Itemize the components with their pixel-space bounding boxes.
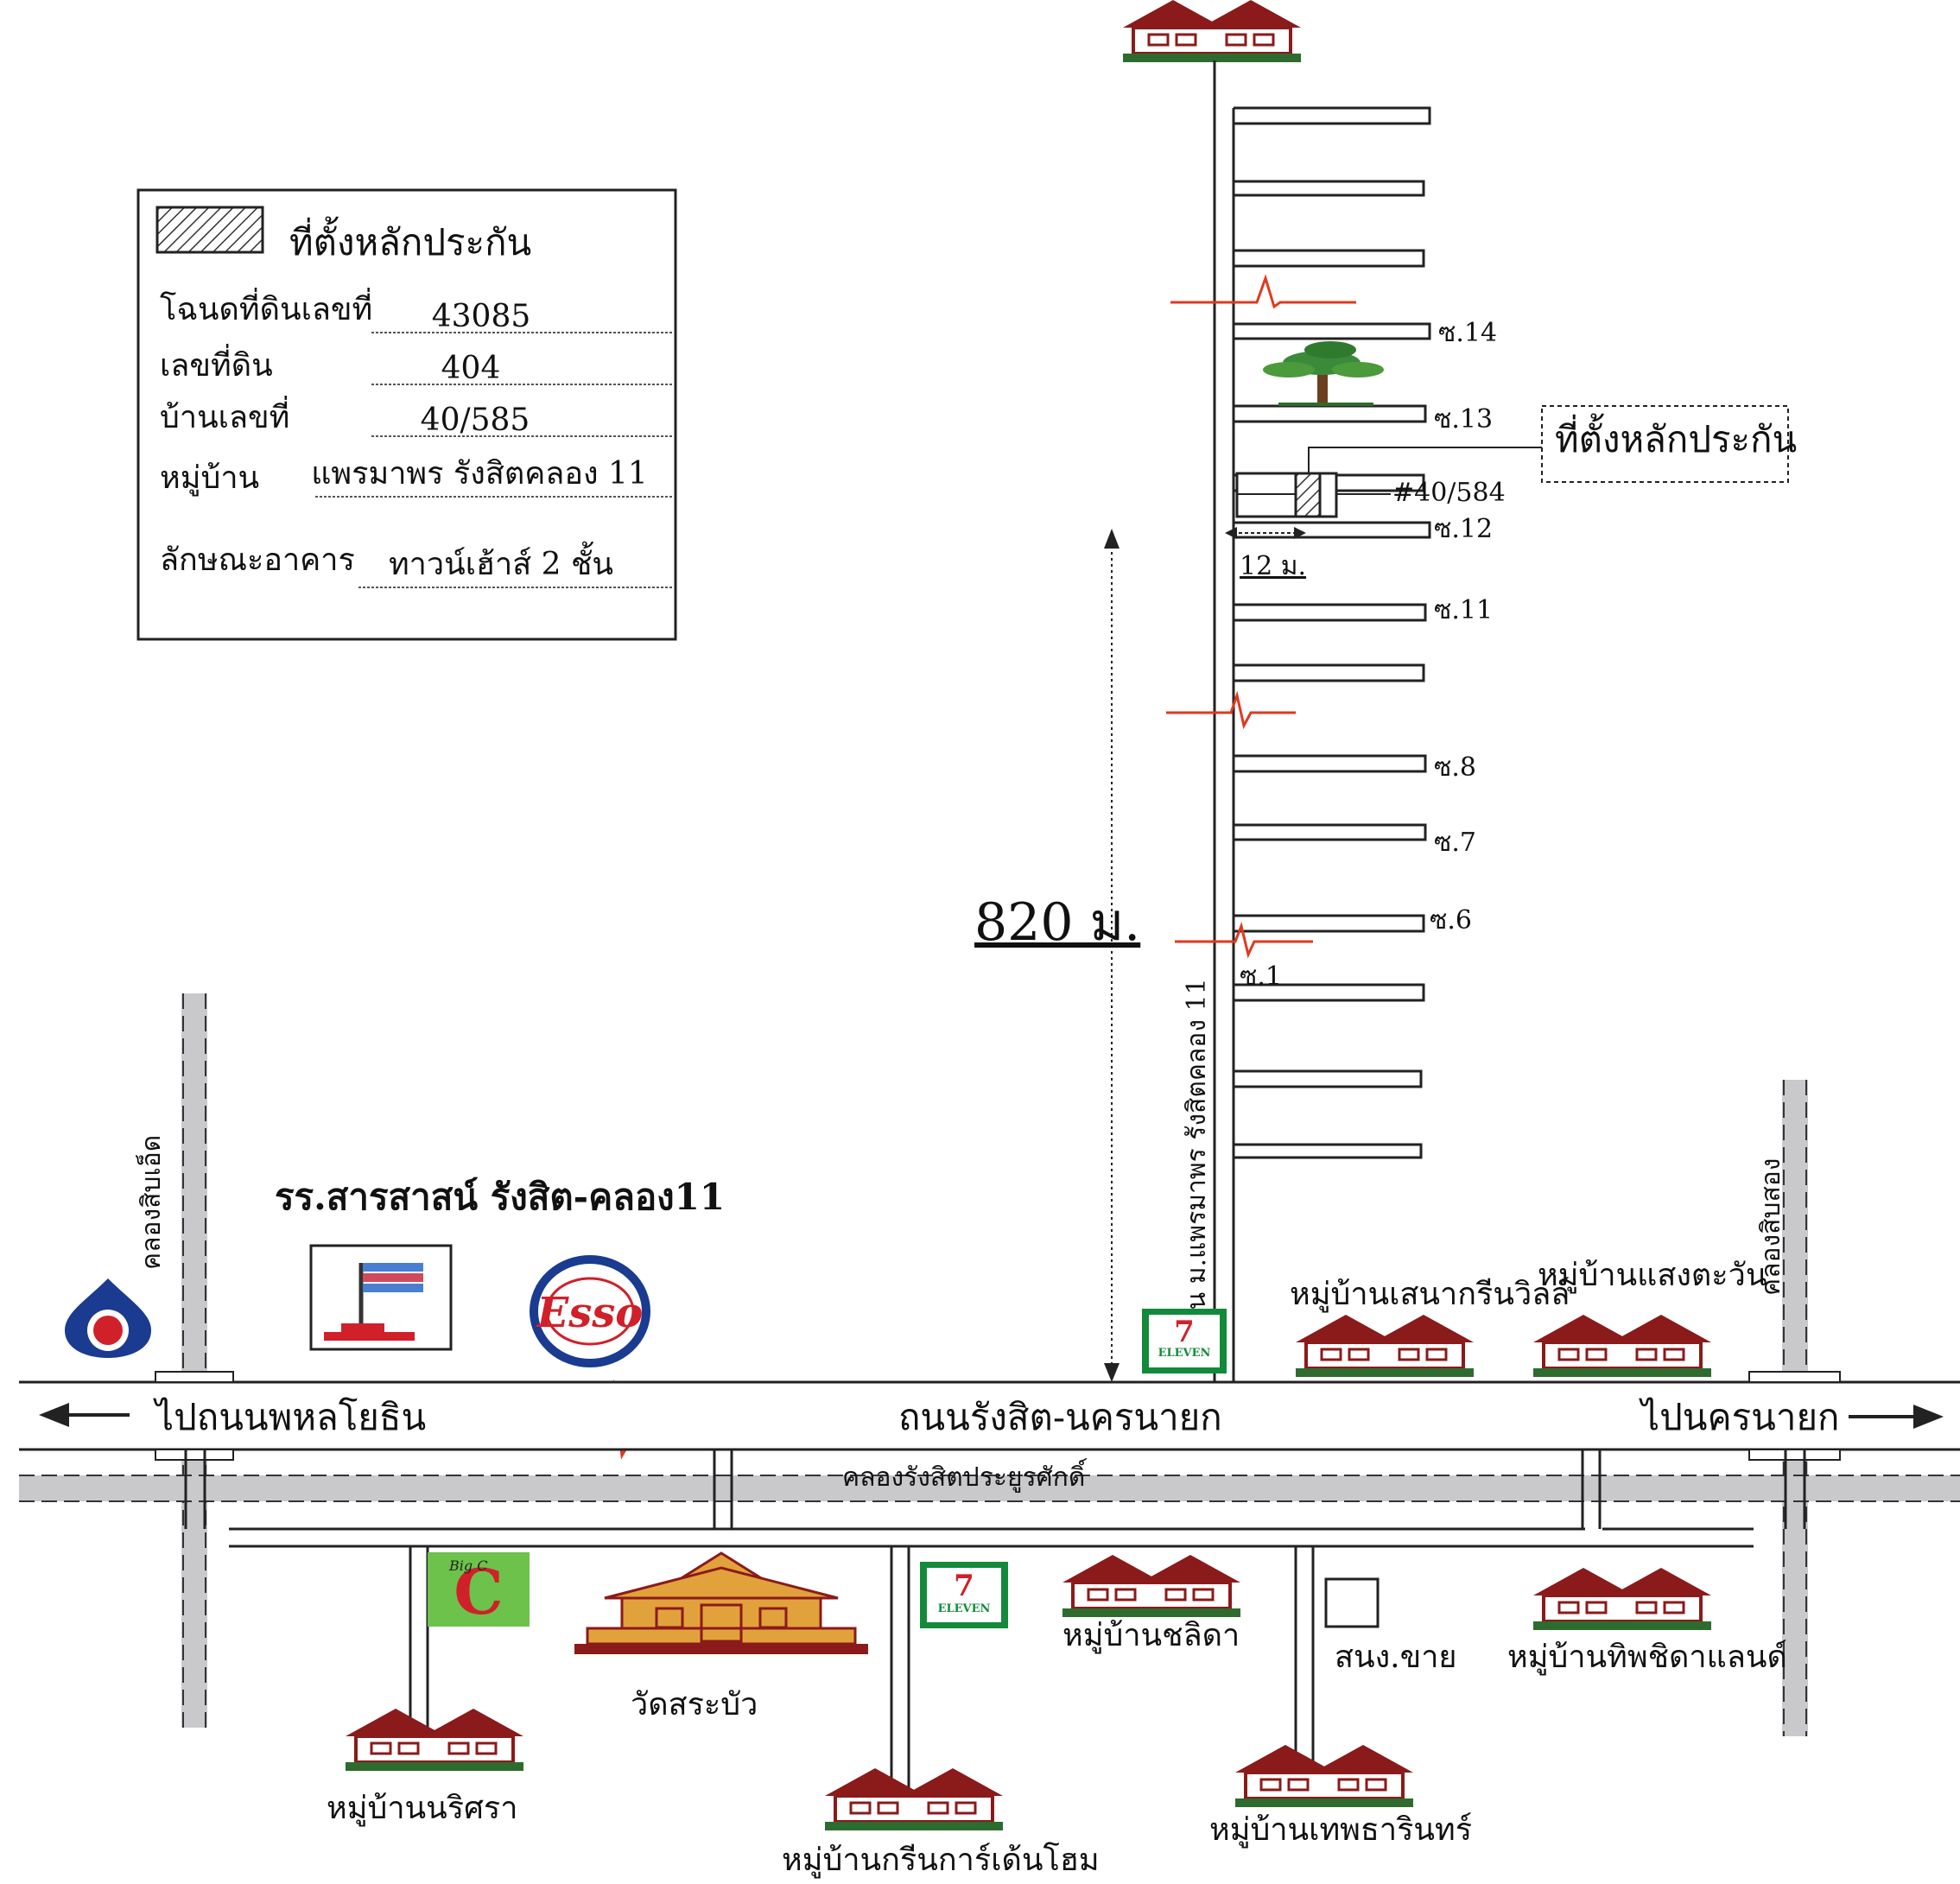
seven-eleven-north-icon: 7 ELEVEN — [1142, 1309, 1227, 1373]
soi-8-label: ซ.8 — [1434, 752, 1476, 783]
bigc-logo-icon: C Big C — [428, 1552, 530, 1628]
bridges — [184, 1449, 1806, 1529]
village-saengtawan-label: หมู่บ้านแสงตะวัน — [1538, 1258, 1767, 1294]
tree-icon — [1263, 341, 1384, 406]
to-left-label: ไปถนนพหลโยธิน — [153, 1396, 426, 1438]
canal-left: คลองสิบเอ็ด — [135, 993, 207, 1728]
soi-6-label: ซ.6 — [1430, 905, 1472, 936]
school-label: รร.สารสาสน์ รังสิต-คลอง11 — [275, 1176, 725, 1218]
distance-820-label: 820 ม. — [974, 892, 1140, 953]
side-road: ถนน ม.แพรมาพร รังสิตคลอง 11 — [1182, 60, 1235, 1382]
arrow-right-icon — [1849, 1405, 1944, 1429]
legend-box: ที่ตั้งหลักประกัน โฉนดที่ดินเลขที่ 43085… — [136, 188, 677, 641]
frontage-road — [229, 1527, 1754, 1788]
village-thipchida-icon — [1532, 1566, 1713, 1632]
village-thipchida-label: หมู่บ้านทิพชิดาแลนด์ — [1507, 1640, 1787, 1676]
canal-main-label: คลองรังสิตประยูรศักดิ์ — [842, 1458, 1088, 1493]
legend-value-deed: 43085 — [432, 299, 531, 334]
distance-820: 820 ม. — [974, 529, 1140, 1382]
soi-7-label: ซ.7 — [1434, 828, 1476, 858]
site-hatch — [1294, 472, 1322, 518]
svg-text:C: C — [454, 1555, 503, 1628]
village-senagreen-label: หมู่บ้านเสนากรีนวิลล์ — [1290, 1277, 1570, 1313]
legend-label-parcel: เลขที่ดิน — [160, 344, 273, 384]
soi-stubs — [1234, 106, 1431, 1159]
esso-label: Esso — [536, 1289, 644, 1337]
site-callout: ที่ตั้งหลักประกัน — [1308, 405, 1797, 483]
soi-1-label: ซ.1 — [1240, 961, 1282, 992]
site-callout-label: ที่ตั้งหลักประกัน — [1555, 413, 1797, 460]
village-senagreen-icon — [1294, 1313, 1475, 1379]
top-house-icon — [1121, 0, 1303, 64]
soi-11-label: ซ.11 — [1434, 595, 1493, 625]
legend-label-deed: โฉนดที่ดินเลขที่ — [160, 288, 372, 327]
temple-icon — [574, 1551, 868, 1654]
village-chalida-label: หมู่บ้านชลิดา — [1062, 1618, 1240, 1654]
to-right-label: ไปนครนายก — [1639, 1396, 1839, 1438]
main-road-label: ถนนรังสิต-นครนายก — [898, 1396, 1222, 1438]
legend-value-village: แพรมาพร รังสิตคลอง 11 — [311, 456, 648, 492]
school-logo-icon — [309, 1244, 453, 1351]
village-saengtawan-icon — [1532, 1313, 1713, 1379]
arrow-left-icon — [39, 1403, 130, 1427]
seven-south-sub: ELEVEN — [938, 1602, 991, 1615]
seven-north-sub: ELEVEN — [1158, 1347, 1211, 1360]
legend-label-house-no: บ้านเลขที่ — [160, 396, 289, 435]
soi-14-label: ซ.14 — [1438, 318, 1497, 348]
soi-12-label: ซ.12 — [1434, 514, 1493, 544]
village-chalida-icon — [1061, 1553, 1242, 1619]
village-greengarden-label: หมู่บ้านกรีนการ์เด้นโฮม — [782, 1842, 1100, 1879]
side-road-label: ถนน ม.แพรมาพร รังสิตคลอง 11 — [1182, 978, 1212, 1343]
canal-left-label: คลองสิบเอ็ด — [135, 1135, 167, 1270]
frontage-dimension: 12 ม. — [1225, 527, 1306, 581]
main-road: ถนนรังสิต-นครนายก ไปถนนพหลโยธิน ไปนครนาย… — [19, 1371, 1960, 1461]
legend-value-house-no: 40/585 — [421, 403, 530, 438]
village-theptharin-icon — [1234, 1743, 1415, 1809]
esso-logo-icon: Esso — [530, 1255, 650, 1367]
village-theptharin-label: หมู่บ้านเทพธารินทร์ — [1209, 1812, 1472, 1849]
legend-title: ที่ตั้งหลักประกัน — [289, 216, 531, 263]
village-narisara-icon — [344, 1707, 525, 1773]
police-label: สนง.ขาย — [1335, 1640, 1457, 1675]
hatch-swatch — [155, 206, 264, 254]
seven-north-label: 7 — [1174, 1315, 1195, 1349]
legend-value-parcel: 404 — [441, 351, 501, 386]
site-parcel: #40/584 — [1235, 472, 1506, 518]
neighbor-house-label: #40/584 — [1392, 478, 1506, 508]
seven-south-label: 7 — [954, 1569, 974, 1603]
village-narisara-label: หมู่บ้านนริศรา — [327, 1791, 517, 1827]
canal-main: คลองรังสิตประยูรศักดิ์ — [19, 1458, 1960, 1502]
legend-label-village: หมู่บ้าน — [160, 460, 259, 497]
soi-13-label: ซ.13 — [1434, 404, 1493, 435]
legend-value-building: ทาวน์เฮ้าส์ 2 ชั้น — [389, 541, 613, 582]
bigc-label: Big C — [448, 1557, 487, 1574]
legend-label-building: ลักษณะอาคาร — [160, 542, 355, 578]
seven-eleven-south-icon: 7 ELEVEN — [920, 1562, 1008, 1628]
temple-label: วัดสระบัว — [631, 1687, 758, 1722]
frontage-label: 12 ม. — [1240, 551, 1306, 581]
canal-right-label: คลองสิบสอง — [1756, 1158, 1786, 1296]
ptt-logo-icon — [65, 1278, 151, 1358]
village-greengarden-icon — [823, 1767, 1005, 1832]
